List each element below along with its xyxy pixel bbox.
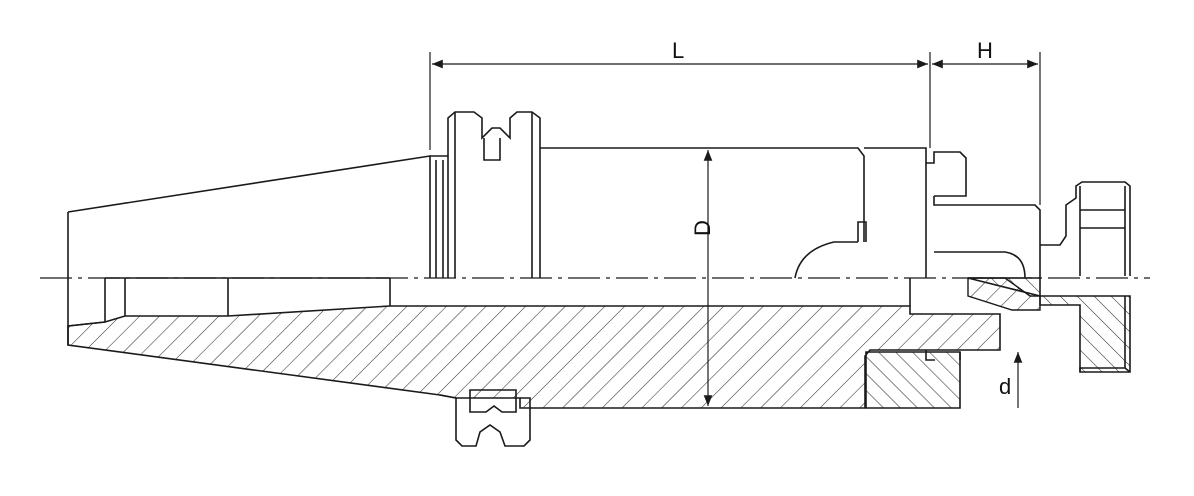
dimension-lines [429, 52, 1041, 408]
dimension-label-d-lower: d [999, 374, 1011, 399]
dimension-label-h: H [977, 38, 993, 63]
dimension-label-l: L [672, 38, 684, 63]
dimension-label-d-upper: D [690, 220, 715, 236]
